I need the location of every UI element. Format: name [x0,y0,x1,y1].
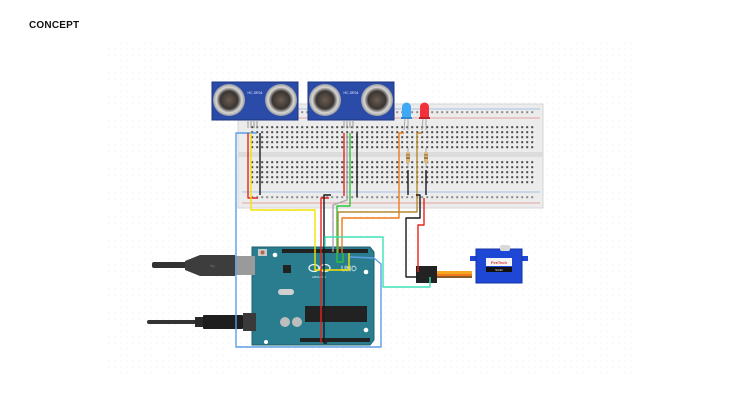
wire-orange [341,132,404,253]
servo-model-text: SG90 [495,268,503,272]
wire-black [405,194,421,278]
wire-yellow [250,133,350,271]
power-cable [147,313,256,331]
sensor-2-label: HC-SR04 [344,91,359,95]
ultrasonic-sensor-2: HC-SR04 [307,81,395,128]
wire-teal [324,236,431,288]
usb-cable: ⇋ [152,255,255,276]
wire-red [247,133,258,199]
servo-motor: FeeTech SG90 [416,245,528,284]
wire-brown [337,132,422,253]
ultrasonic-sensor-1: HC-SR04 [211,81,299,128]
resistor-1 [406,148,410,168]
wire-red [320,197,329,343]
usb-icon: ⇋ [210,263,215,270]
wires [235,132,431,348]
breadboard [237,103,544,209]
resistor-2 [424,148,428,168]
led-blue [401,102,412,131]
servo-brand-text: FeeTech [491,260,507,265]
wire-black [323,194,331,344]
arduino-brand-text: ARDUINO [312,275,327,279]
sensor-1-label: HC-SR04 [248,91,263,95]
led-red [419,102,430,131]
page-title: CONCEPT [29,20,80,31]
wire-gray [332,133,348,252]
wire-green [336,133,351,263]
wire-red [417,198,425,272]
arduino-uno: UNO ARDUINO [251,246,375,346]
wire-blue [235,132,382,348]
